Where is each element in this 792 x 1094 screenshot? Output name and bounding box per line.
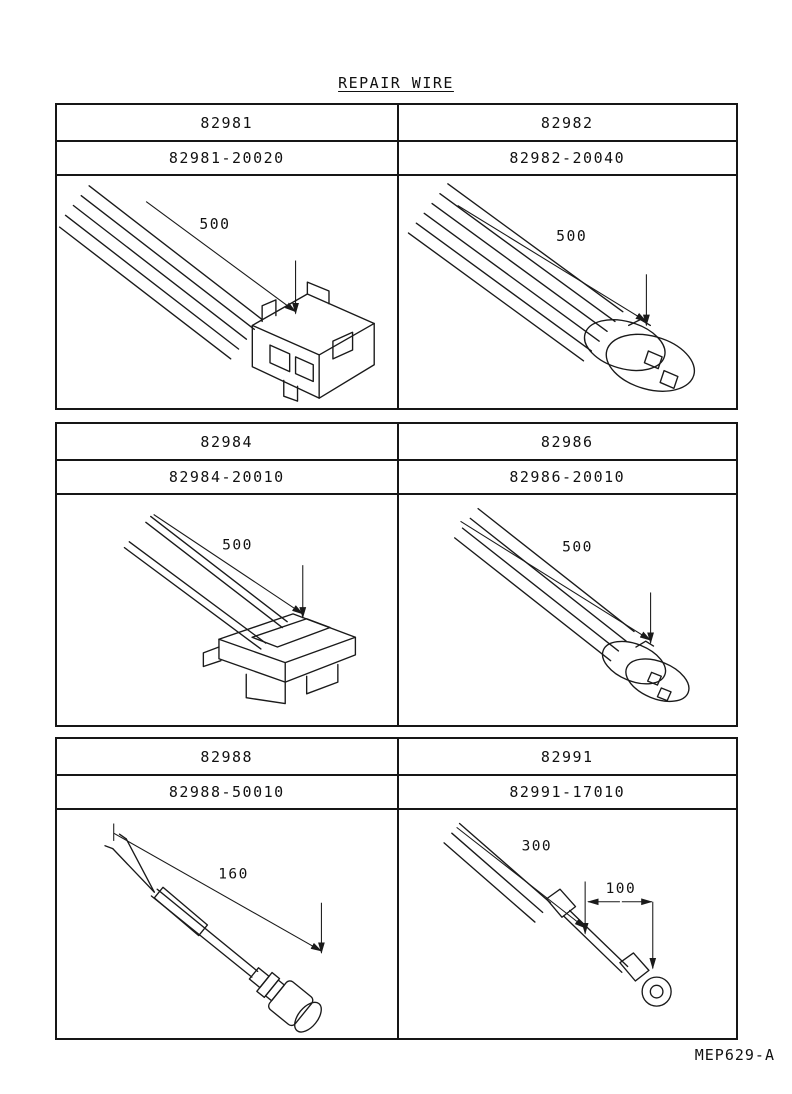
- connector-housing: [251, 281, 375, 402]
- part-number-cell: 82982: [396, 105, 737, 140]
- subpart-number-cell: 82984-20010: [57, 459, 397, 493]
- parts-block-1: 82981 82982 82981-20020 82982-20040: [55, 103, 738, 410]
- subpart-number-cell: 82981-20020: [57, 140, 397, 174]
- diagram-cell: 160: [57, 808, 397, 1038]
- part-number-cell: 82981: [200, 113, 254, 132]
- ring-terminal: [618, 952, 672, 1007]
- dimension-label: 300: [521, 839, 552, 855]
- connector-housing: [248, 967, 322, 1033]
- dimension-annotation: 500: [145, 201, 300, 315]
- diagram-82981: 500: [58, 185, 375, 402]
- diagram-cell: 500: [57, 493, 397, 725]
- dimension-label: 500: [222, 537, 253, 554]
- dimension-label: 500: [199, 216, 230, 233]
- subpart-number-cell: 82988-50010: [57, 774, 397, 808]
- wires: [453, 507, 635, 662]
- wires: [407, 183, 623, 362]
- diagram-cell: 500: [396, 174, 736, 408]
- diagram-cell: 500: [57, 174, 397, 408]
- connector-housing: [202, 613, 357, 705]
- subpart-number-cell: 82986-20010: [396, 459, 736, 493]
- wires: [123, 515, 288, 650]
- parts-block-2: 82984 82986 82984-20010 82986-20010: [55, 422, 738, 727]
- diagram-cell: 300 100: [396, 808, 736, 1038]
- dimension-annotation: 500: [456, 205, 650, 327]
- dimension-annotation: 500: [153, 514, 307, 619]
- part-number-cell: 82988: [200, 747, 254, 766]
- dimension-label-2: 100: [605, 881, 636, 897]
- dimension-annotation: 500: [459, 520, 654, 645]
- subpart-number-cell: 82982-20040: [396, 140, 736, 174]
- drawing-code: MEP629-A: [694, 1046, 775, 1064]
- subpart-number-cell: 82991-17010: [396, 774, 736, 808]
- wires: [58, 185, 263, 360]
- diagram-82988: 160: [104, 823, 325, 1033]
- dimension-annotation: 160: [113, 823, 325, 954]
- dimension-annotation: 300 100: [455, 826, 656, 970]
- connector-housing: [601, 640, 690, 703]
- part-number-cell: 82986: [396, 424, 737, 459]
- diagram-82984: 500: [123, 514, 357, 705]
- part-number-cell: 82991: [396, 739, 737, 774]
- wires: [104, 833, 259, 978]
- page-title: REPAIR WIRE: [338, 74, 454, 92]
- dimension-label: 160: [218, 867, 249, 883]
- diagram-82991: 300 100: [442, 822, 672, 1007]
- connector-housing: [583, 318, 695, 392]
- dimension-label: 500: [556, 228, 587, 245]
- parts-block-3: 82988 82991 82988-50010 82991-17010: [55, 737, 738, 1040]
- diagram-82986: 500: [453, 507, 690, 703]
- part-number-cell: 82984: [200, 432, 254, 451]
- dimension-label: 500: [562, 539, 593, 556]
- diagram-82982: 500: [407, 183, 695, 392]
- diagram-cell: 500: [396, 493, 736, 725]
